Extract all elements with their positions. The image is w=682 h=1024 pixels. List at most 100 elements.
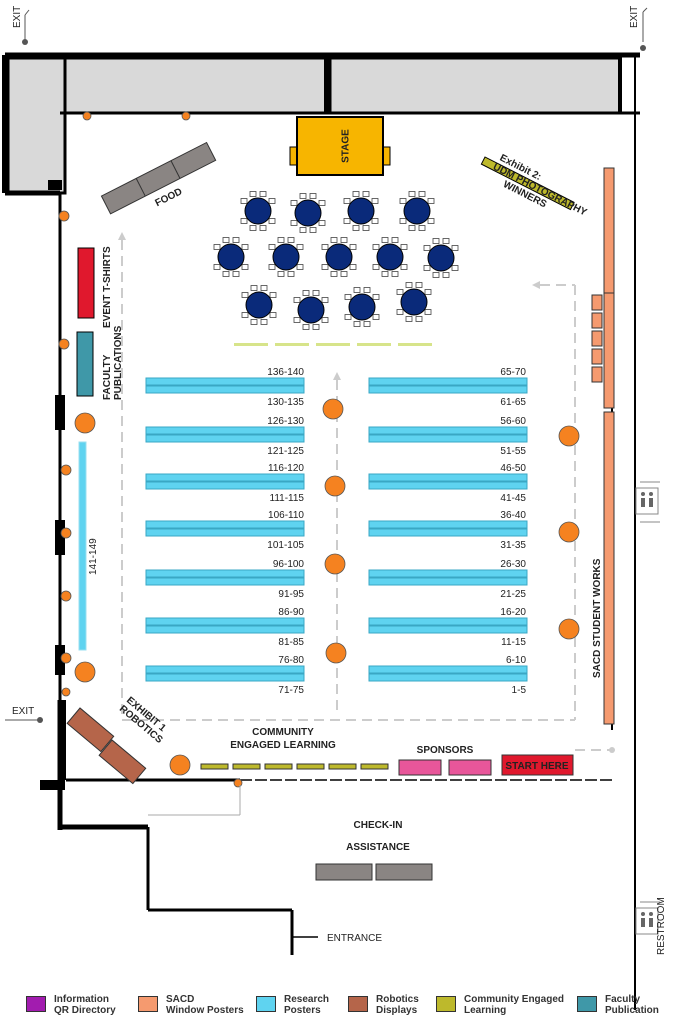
chair: [222, 271, 230, 277]
poster-range-top: 126-130: [267, 416, 304, 427]
legend-label: Information: [54, 994, 109, 1005]
chair: [405, 316, 413, 322]
chair: [330, 271, 338, 277]
chair: [381, 237, 389, 243]
chair: [232, 237, 240, 243]
round-table: [268, 237, 304, 277]
chair: [321, 297, 329, 303]
info-point: [558, 618, 580, 640]
entrance-label: ENTRANCE: [327, 933, 382, 944]
poster-range-top: 136-140: [267, 367, 304, 378]
chair: [268, 264, 276, 270]
community-label-1: COMMUNITY: [252, 727, 314, 738]
chair: [269, 292, 277, 298]
chair: [260, 285, 268, 291]
chair: [312, 324, 320, 330]
chair: [287, 271, 295, 277]
chair: [222, 237, 230, 243]
info-point: [325, 642, 347, 664]
info-point: [61, 687, 71, 697]
chair: [232, 271, 240, 277]
chair: [427, 198, 435, 204]
faculty-publications-display: [76, 331, 94, 397]
chair: [213, 264, 221, 270]
chair: [296, 244, 304, 250]
top-room-left: [63, 56, 329, 115]
round-table: [290, 193, 326, 233]
chair: [451, 265, 459, 271]
chair: [396, 289, 404, 295]
poster-range-top: 116-120: [268, 463, 304, 474]
event-tshirts-display: [77, 247, 95, 319]
chair: [309, 193, 317, 199]
round-table: [372, 237, 408, 277]
chair: [290, 220, 298, 226]
stage-label: STAGE: [341, 129, 352, 163]
chair: [259, 191, 267, 197]
chair: [249, 191, 257, 197]
info-point: [58, 338, 70, 350]
stage-front-markers: [234, 343, 432, 346]
wall-posters-label: 141-149: [88, 538, 99, 575]
checkin-table-2: [375, 863, 433, 881]
chair: [241, 264, 249, 270]
legend-label: SACD: [166, 994, 195, 1005]
legend-label: Posters: [284, 1005, 321, 1016]
chair: [240, 198, 248, 204]
chair: [312, 290, 320, 296]
chair: [343, 218, 351, 224]
poster-row: 65-70 61-65: [368, 367, 528, 408]
chair: [442, 238, 450, 244]
sponsor-table-2: [448, 759, 492, 776]
info-point: [60, 652, 72, 664]
round-tables: [213, 191, 459, 330]
chair: [302, 290, 310, 296]
chair: [330, 237, 338, 243]
chair: [268, 218, 276, 224]
info-point: [74, 412, 96, 434]
poster-range-bottom: 101-105: [267, 540, 304, 551]
poster-range-top: 56-60: [500, 416, 526, 427]
round-table: [213, 237, 249, 277]
round-table: [423, 238, 459, 278]
legend-swatch: [26, 996, 46, 1012]
chair: [363, 321, 371, 327]
exit-label-left: EXIT: [12, 706, 34, 717]
info-point: [60, 527, 72, 539]
chair: [340, 237, 348, 243]
legend-swatch: [256, 996, 276, 1012]
info-point: [74, 661, 96, 683]
info-point: [58, 210, 70, 222]
poster-range-top: 65-70: [500, 367, 526, 378]
chair: [293, 317, 301, 323]
legend-label: Research: [284, 994, 330, 1005]
robotics-display-2: [98, 739, 147, 785]
chair: [349, 264, 357, 270]
round-table: [293, 290, 329, 330]
restroom-label: RESTROOM: [656, 897, 667, 955]
poster-range-bottom: 91-95: [278, 589, 304, 600]
chair: [381, 271, 389, 277]
chair: [363, 287, 371, 293]
poster-range-bottom: 61-65: [500, 397, 526, 408]
legend-label: Publication: [605, 1005, 659, 1016]
poster-range-top: 106-110: [268, 510, 304, 521]
start-here-box[interactable]: [501, 754, 574, 776]
chair: [352, 191, 360, 197]
chair: [400, 264, 408, 270]
poster-range-bottom: 51-55: [500, 446, 526, 457]
chair: [408, 191, 416, 197]
poster-range-bottom: 71-75: [278, 685, 304, 696]
chair: [372, 294, 380, 300]
chair: [318, 200, 326, 206]
poster-range-top: 6-10: [506, 655, 526, 666]
chair: [396, 309, 404, 315]
robotics-display-1: [66, 707, 115, 753]
chair: [268, 244, 276, 250]
community-label-2: ENGAGED LEARNING: [230, 740, 336, 751]
info-point: [322, 398, 344, 420]
